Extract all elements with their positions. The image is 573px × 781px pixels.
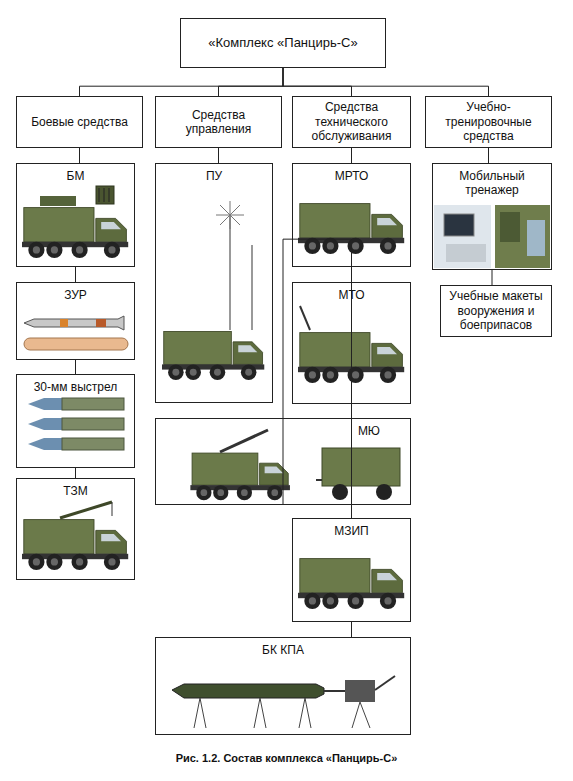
root-box: «Комплекс «Панцирь-С» — [180, 18, 386, 68]
trainer-photos — [434, 205, 550, 268]
tree-connector — [488, 148, 489, 163]
combat-vehicle — [22, 186, 128, 258]
adjustment-vehicle — [190, 430, 400, 500]
component-box: ТЗМ — [16, 478, 135, 580]
box-label: Средства управления — [161, 108, 276, 137]
box-label: Учебные макеты вооружения и боеприпасов — [446, 289, 546, 332]
spares-vehicle — [298, 559, 404, 609]
tree-connector — [218, 148, 219, 163]
component-box: МЗИП — [292, 518, 411, 622]
tree-connector — [351, 622, 352, 637]
component-box: МЮ — [155, 418, 411, 505]
component-box: БМ — [16, 163, 135, 267]
transloader — [22, 502, 128, 570]
tree-connector — [75, 360, 76, 374]
box-label: Учебно-тренировочные средства — [431, 100, 546, 143]
cartridges — [28, 398, 124, 450]
box-label: ПУ — [206, 169, 222, 183]
tree-connector — [283, 239, 352, 518]
category-box: Боевые средства — [16, 96, 143, 148]
box-label: «Комплекс «Панцирь-С» — [208, 35, 357, 51]
box-label: МЗИП — [334, 524, 369, 538]
tree-connector — [492, 270, 493, 285]
component-box: Мобильный тренажер — [432, 163, 552, 270]
box-label: МРТО — [335, 169, 369, 183]
category-box: Средства технического обслуживания — [292, 96, 411, 148]
box-label: Мобильный тренажер — [438, 169, 546, 198]
component-box: 30-мм выстрел — [16, 374, 135, 468]
tree-connector — [79, 148, 80, 163]
box-label: Боевые средства — [31, 115, 128, 129]
tree-connector — [283, 68, 352, 96]
tree-connector — [219, 68, 284, 96]
box-label: МТО — [338, 288, 364, 302]
tree-connector — [351, 148, 352, 163]
box-label: Средства технического обслуживания — [298, 100, 405, 143]
tree-connector — [75, 267, 76, 282]
box-label: 30-мм выстрел — [34, 380, 118, 394]
tree-connector — [75, 468, 76, 478]
component-box: ЗУР — [16, 282, 135, 360]
box-label: ЗУР — [64, 288, 87, 302]
box-label: БК КПА — [262, 643, 304, 657]
component-box: ПУ — [155, 163, 273, 403]
category-box: Учебно-тренировочные средства — [425, 96, 552, 148]
tree-connector — [283, 68, 489, 96]
component-box: МРТО — [292, 163, 411, 267]
component-box: Учебные макеты вооружения и боеприпасов — [440, 285, 552, 337]
figure-caption: Рис. 1.2. Состав комплекса «Панцирь-С» — [0, 752, 573, 764]
component-box: МТО — [292, 282, 411, 404]
missile — [24, 316, 128, 350]
box-label: МЮ — [358, 424, 380, 438]
component-box: БК КПА — [155, 637, 411, 735]
box-label: ТЗМ — [63, 484, 87, 498]
box-label: БМ — [67, 169, 85, 183]
category-box: Средства управления — [155, 96, 282, 148]
test-equipment — [172, 676, 395, 728]
tree-connector — [80, 68, 284, 96]
command-post — [162, 201, 264, 380]
